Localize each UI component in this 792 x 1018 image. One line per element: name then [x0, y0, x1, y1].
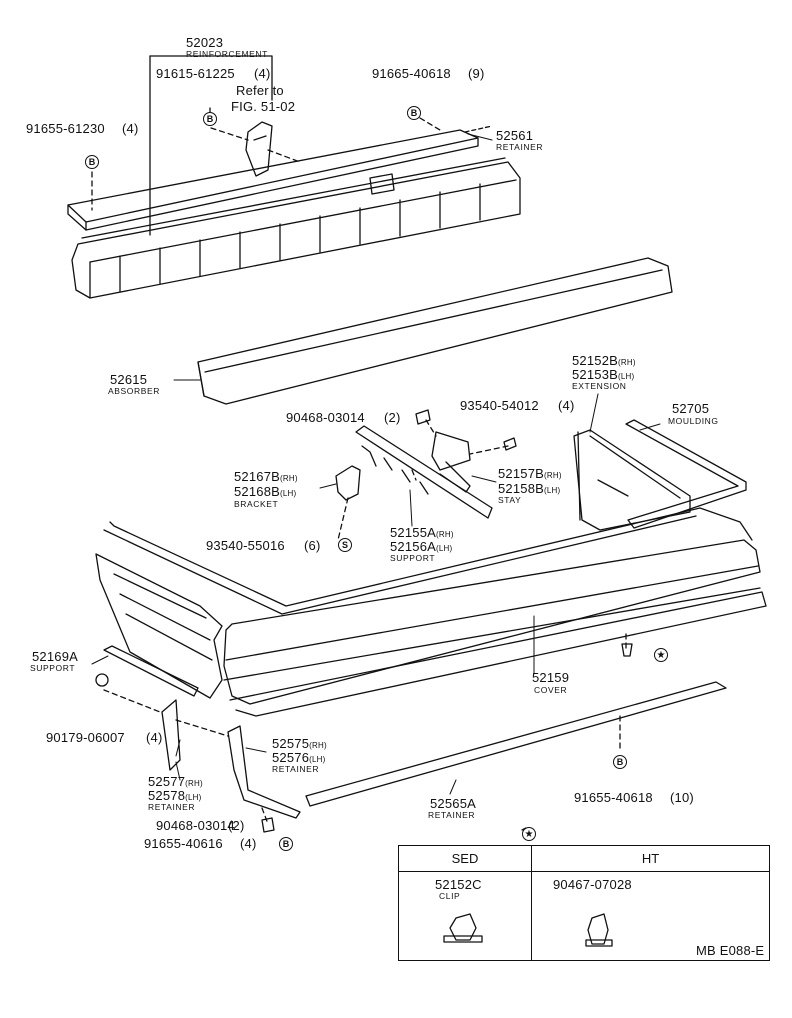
- nut-lower-qty: (2): [228, 818, 245, 833]
- bolt-reinf-qty: (4): [254, 66, 271, 81]
- bracket-name: BRACKET: [234, 499, 279, 509]
- extension-number-rh: 52152B(RH): [572, 353, 636, 368]
- absorber-name: ABSORBER: [108, 386, 161, 396]
- bolt-b-icon: B: [279, 837, 293, 851]
- bolt-retainer-top-qty: (9): [468, 66, 485, 81]
- bolt-b-icon: B: [613, 755, 627, 769]
- extension-number-lh: 52153B(LH): [572, 367, 635, 382]
- bolt-bottom-number: 91655-40616: [144, 836, 223, 851]
- screw-stay-number: 93540-54012: [460, 398, 539, 413]
- reinforcement-number: 52023: [186, 35, 224, 50]
- legend-left-part-name: CLIP: [439, 891, 461, 901]
- nut-side-number: 90179-06007: [46, 730, 125, 745]
- stay-number-rh: 52157B(RH): [498, 466, 562, 481]
- retainer-upper-number: 52561: [496, 128, 534, 143]
- extension-name: EXTENSION: [572, 381, 627, 391]
- bolt-bottom-qty: (4): [240, 836, 257, 851]
- bolt-reinf-number: 91615-61225: [156, 66, 235, 81]
- nut-side-qty: (4): [146, 730, 163, 745]
- reinforcement-callout-lines: [149, 55, 273, 236]
- star-marker-icon: ★: [654, 648, 668, 662]
- reinforcement-name: REINFORCEMENT: [186, 49, 268, 59]
- hardware-pieces: [95, 409, 633, 833]
- bolt-b-icon: B: [407, 106, 421, 120]
- cover-name: COVER: [534, 685, 568, 695]
- bumper-cover: [95, 507, 767, 717]
- clip-legend-table: SED HT 52152C CLIP 90467-07028: [398, 845, 770, 961]
- legend-left-part-number: 52152C: [435, 877, 482, 892]
- retainer-lower-side-number-rh: 52577(RH): [148, 774, 203, 789]
- lower-leader-lines: [103, 633, 627, 825]
- moulding-number: 52705: [672, 401, 710, 416]
- bracket-number-rh: 52167B(RH): [234, 469, 298, 484]
- retainer-lower-name: RETAINER: [428, 810, 476, 820]
- legend-header-sed: SED: [399, 846, 531, 872]
- legend-clip-drawings: [443, 913, 613, 947]
- refer-line1: Refer to: [236, 83, 284, 98]
- stay: [431, 431, 471, 493]
- refer-bracket: [245, 121, 273, 177]
- legend-header-ht: HT: [531, 846, 769, 872]
- retainer-lower-number: 52565A: [430, 796, 477, 811]
- moulding-name: MOULDING: [668, 416, 719, 426]
- side-retainers: [161, 699, 301, 819]
- refer-line2: FIG. 51-02: [231, 99, 296, 114]
- retainer-side-number-rh: 52575(RH): [272, 736, 327, 751]
- stay-name: STAY: [498, 495, 522, 505]
- bolt-retainer-top-number: 91665-40618: [372, 66, 451, 81]
- retainer-lower-side-name: RETAINER: [148, 802, 196, 812]
- support-center-number-rh: 52155A(RH): [390, 525, 454, 540]
- lower-retainer-strip: [305, 681, 727, 807]
- upper-retainer-rail: [67, 125, 493, 231]
- side-support: [103, 645, 199, 697]
- bolt-lower-number: 91655-40618: [574, 790, 653, 805]
- retainer-side-name: RETAINER: [272, 764, 320, 774]
- legend-right-part-number: 90467-07028: [553, 877, 632, 892]
- bracket: [335, 465, 361, 501]
- support-side-number: 52169A: [32, 649, 79, 664]
- screw-stay-qty: (4): [558, 398, 575, 413]
- bolt-b-icon: B: [85, 155, 99, 169]
- support-center-number-lh: 52156A(LH): [390, 539, 453, 554]
- nut-support-qty: (2): [384, 410, 401, 425]
- nut-lower-number: 90468-03014: [156, 818, 235, 833]
- stay-number-lh: 52158B(LH): [498, 481, 561, 496]
- screw-bracket-number: 93540-55016: [206, 538, 285, 553]
- absorber: [197, 257, 673, 405]
- absorber-number: 52615: [110, 372, 148, 387]
- retainer-upper-name: RETAINER: [496, 142, 544, 152]
- diagram-code: MB E088-E: [696, 943, 765, 958]
- bolt-lower-qty: (10): [670, 790, 694, 805]
- cover-number: 52159: [532, 670, 570, 685]
- bolt-left-number: 91655-61230: [26, 121, 105, 136]
- retainer-side-number-lh: 52576(LH): [272, 750, 326, 765]
- screw-bracket-qty: (6): [304, 538, 321, 553]
- reinforcement-beam: [71, 157, 521, 299]
- label-leaders: [91, 133, 661, 795]
- bracket-number-lh: 52168B(LH): [234, 484, 297, 499]
- bolt-left-qty: (4): [122, 121, 139, 136]
- retainer-lower-side-number-lh: 52578(LH): [148, 788, 202, 803]
- legend-divider: [531, 872, 769, 960]
- nut-support-number: 90468-03014: [286, 410, 365, 425]
- screw-s-icon: S: [338, 538, 352, 552]
- support-side-name: SUPPORT: [30, 663, 76, 673]
- moulding: [625, 419, 747, 529]
- star-marker-icon: ★: [522, 827, 536, 841]
- support-center-name: SUPPORT: [390, 553, 436, 563]
- bolt-b-icon: B: [203, 112, 217, 126]
- middle-leader-lines: [337, 419, 509, 541]
- center-support: [355, 425, 493, 519]
